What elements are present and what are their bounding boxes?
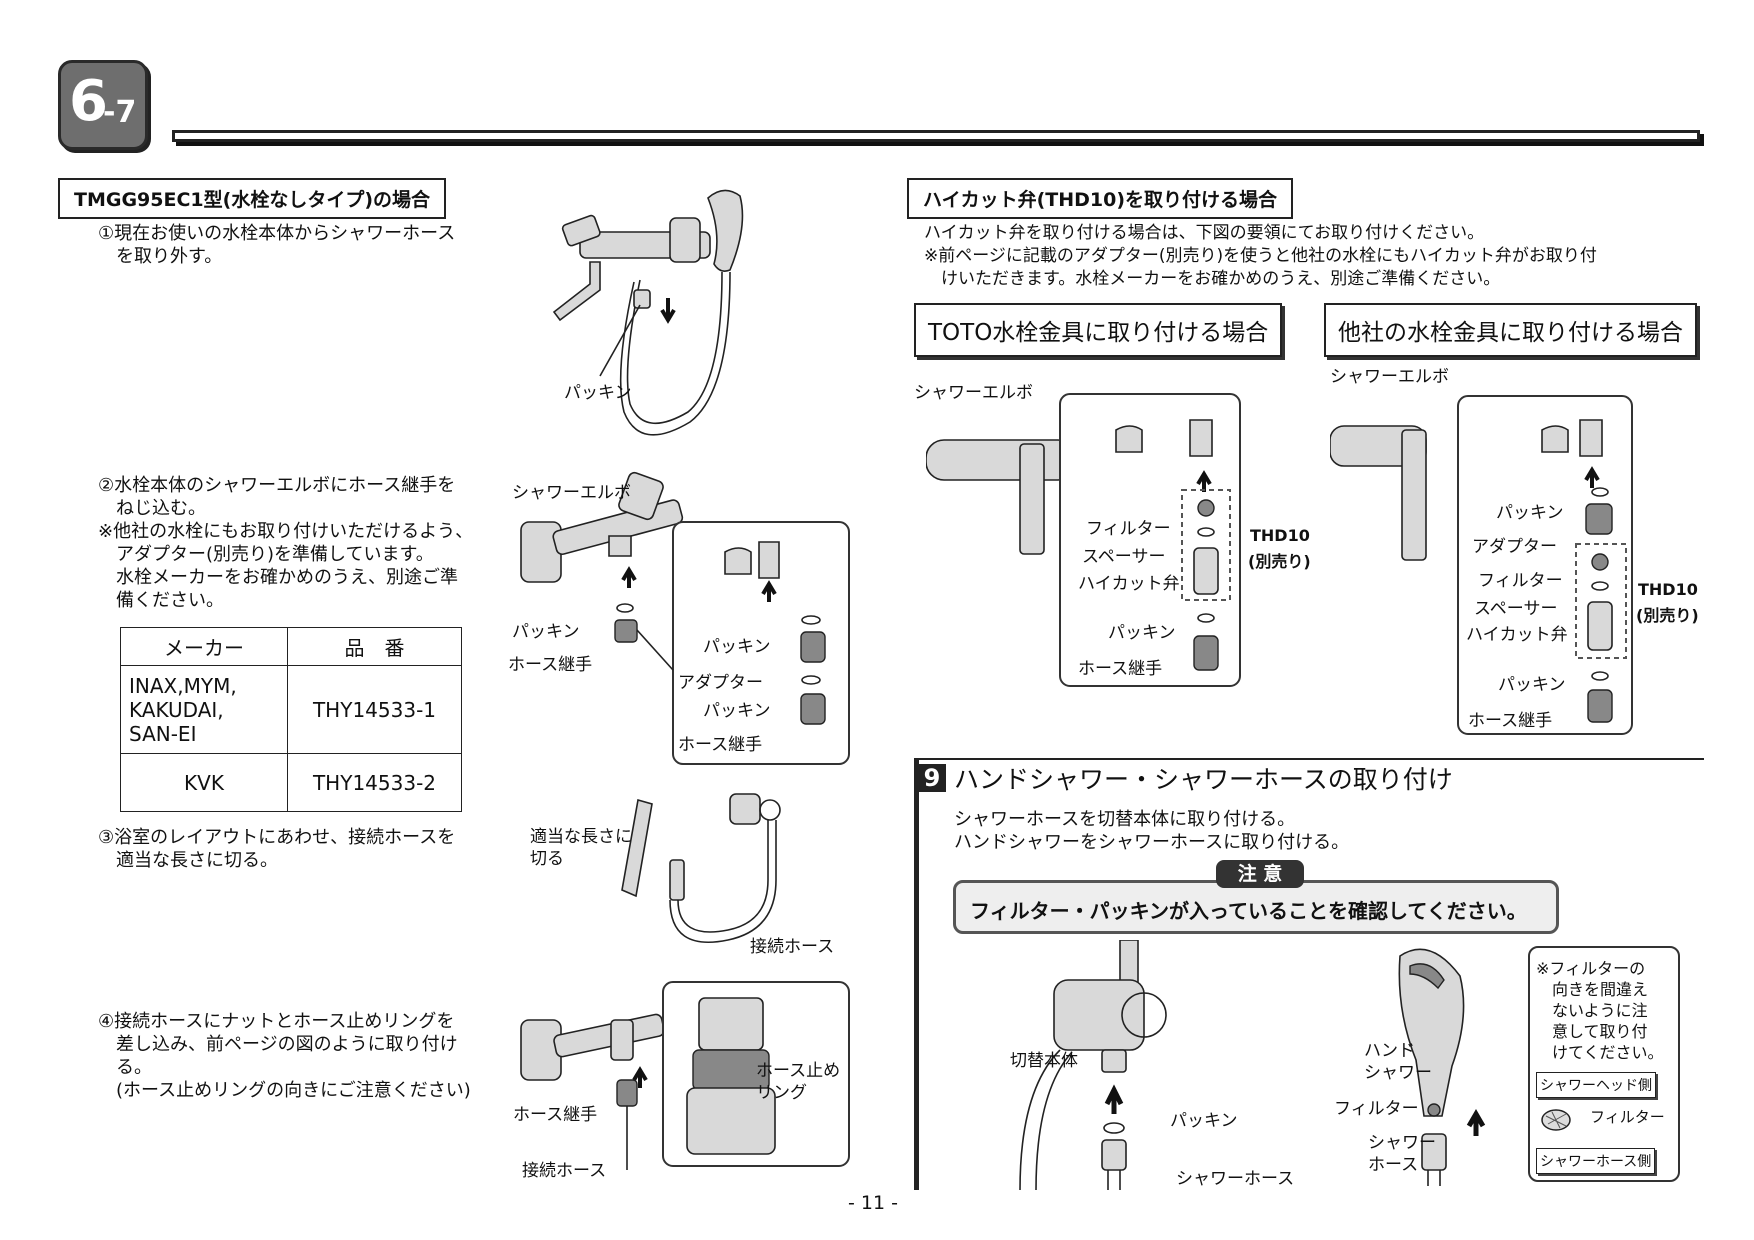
label-packing: パッキン [1170, 1111, 1238, 1131]
filter-note-text: ※フィルターの 向きを間違え ないように注 意して取り付 けてください。 [1536, 959, 1664, 1062]
label-packing-2: パッキン [703, 637, 771, 657]
figure-other-highcut [1330, 395, 1633, 735]
section-9-rule [914, 758, 1704, 760]
table-cell-part: THY14533-1 [287, 665, 462, 754]
table-cell-part: THY14533-2 [287, 753, 462, 812]
label-spacer: スペーサー [1082, 547, 1166, 567]
figure-hose-ring [520, 981, 850, 1170]
section-number: 6 [69, 69, 108, 134]
step-4-text: ④接続ホースにナットとホース止めリングを 差し込み、前ページの図のように取り付け… [98, 1011, 471, 1101]
label-thd10-sold-separately: (別売り) [1636, 606, 1699, 625]
table-row: KVK THY14533-2 [120, 753, 462, 812]
header-rule [172, 130, 1700, 142]
label-thd10: THD10 [1250, 526, 1310, 545]
label-packing: パッキン [1496, 503, 1564, 523]
section-9-sidebar [914, 760, 919, 1190]
table-header-part: 品 番 [287, 627, 462, 666]
label-shower-hose: シャワーホース [1176, 1169, 1295, 1189]
toto-title: TOTO水栓金具に取り付ける場合 [914, 303, 1283, 357]
section-subnumber: -7 [103, 95, 137, 130]
section-9-number: 9 [918, 764, 946, 792]
step-3-text: ③浴室のレイアウトにあわせ、接続ホースを 適当な長さに切る。 [98, 827, 456, 871]
label-adapter: アダプター [1472, 537, 1557, 557]
label-shower-elbow: シャワーエルボ [512, 483, 631, 503]
section-9-body: シャワーホースを切替本体に取り付ける。 ハンドシャワーをシャワーホースに取り付け… [954, 809, 1350, 853]
other-title: 他社の水栓金具に取り付ける場合 [1324, 303, 1697, 357]
label-connect-hose: 接続ホース [750, 937, 835, 957]
filter-note-panel: ※フィルターの 向きを間違え ないように注 意して取り付 けてください。 シャワ… [1528, 946, 1680, 1182]
label-filter: フィルター [1478, 571, 1563, 591]
label-cut: 適当な長さに 切る [530, 827, 632, 869]
caution-tag: 注 意 [1216, 860, 1304, 888]
label-filter: フィルター [1086, 519, 1171, 539]
label-connect-hose: 接続ホース [522, 1161, 607, 1181]
table-row: INAX,MYM, KAKUDAI, SAN-EI THY14533-1 [120, 665, 462, 754]
label-hose-joint-2: ホース継手 [678, 735, 763, 755]
section-9-title: ハンドシャワー・シャワーホースの取り付け [954, 765, 1453, 794]
label-hand-shower: ハンド シャワー [1364, 1041, 1432, 1083]
label-packing: パッキン [1108, 623, 1176, 643]
label-highcut-valve: ハイカット弁 [1466, 625, 1568, 645]
label-filter-2: フィルター [1590, 1108, 1665, 1126]
label-hose-joint: ホース継手 [1468, 711, 1553, 731]
right-intro-text: ハイカット弁を取り付ける場合は、下図の要領にてお取り付けください。 ※前ページに… [924, 223, 1597, 289]
label-packing-2: パッキン [1498, 675, 1566, 695]
left-section-title: TMGG95EC1型(水栓なしタイプ)の場合 [58, 178, 447, 219]
label-ring: ホース止め リング [756, 1061, 841, 1103]
right-section-title: ハイカット弁(THD10)を取り付ける場合 [907, 178, 1294, 219]
label-shower-elbow: シャワーエルボ [1330, 367, 1449, 387]
label-thd10: THD10 [1638, 580, 1698, 599]
label-hose-joint: ホース継手 [1078, 659, 1163, 679]
table-header-row: メーカー 品 番 [120, 627, 462, 666]
label-spacer: スペーサー [1474, 599, 1558, 619]
label-hose-side: シャワーホース側 [1536, 1148, 1656, 1174]
label-filter: フィルター [1334, 1099, 1419, 1119]
page-number: - 11 - [848, 1192, 898, 1214]
figure-faucet-remove-hose [552, 189, 744, 436]
figure-cut-hose [621, 793, 781, 944]
figure-toto-highcut [926, 393, 1241, 687]
table-cell-maker: KVK [120, 753, 288, 812]
label-packing-3: パッキン [703, 701, 771, 721]
table-header-maker: メーカー [120, 627, 288, 666]
label-shower-elbow: シャワーエルボ [914, 383, 1033, 403]
label-thd10-sold-separately: (別売り) [1248, 552, 1311, 571]
step-2-text: ②水栓本体のシャワーエルボにホース継手を ねじ込む。 ※他社の水栓にもお取り付け… [98, 475, 474, 611]
label-hose-joint: ホース継手 [513, 1105, 598, 1125]
label-shower-hose: シャワー ホース [1368, 1133, 1436, 1175]
figure-elbow-joint [520, 471, 850, 765]
section-badge: 6 -7 [58, 60, 148, 150]
figure-switch-body [1019, 940, 1167, 1190]
table-cell-maker: INAX,MYM, KAKUDAI, SAN-EI [120, 665, 288, 754]
filter-icon [1541, 1109, 1571, 1131]
label-packing: パッキン [564, 383, 632, 403]
label-packing: パッキン [512, 622, 580, 642]
figure-hand-shower [1398, 948, 1486, 1186]
label-head-side: シャワーヘッド側 [1536, 1072, 1656, 1098]
label-hose-joint: ホース継手 [508, 655, 593, 675]
label-adapter: アダプター [678, 673, 763, 693]
maker-table: メーカー 品 番 INAX,MYM, KAKUDAI, SAN-EI THY14… [120, 627, 462, 812]
caution-text: フィルター・パッキンが入っていることを確認してください。 [970, 899, 1527, 923]
label-switch-body: 切替本体 [1010, 1051, 1078, 1071]
label-highcut-valve: ハイカット弁 [1078, 574, 1180, 594]
caution-box: フィルター・パッキンが入っていることを確認してください。 [953, 880, 1559, 934]
step-1-text: ①現在お使いの水栓本体からシャワーホース を取り外す。 [98, 223, 456, 267]
